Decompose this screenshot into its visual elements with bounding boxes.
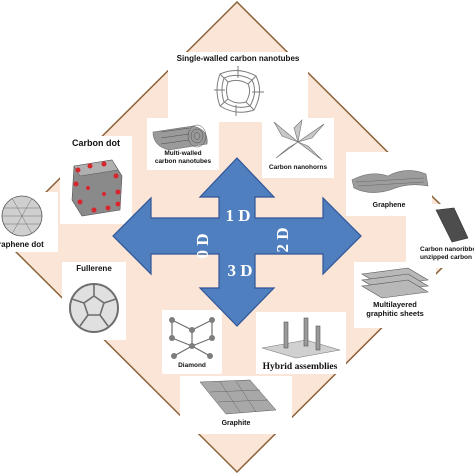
fullerene-label: Fullerene: [76, 264, 112, 273]
carbon-dot-label: Carbon dot: [72, 138, 120, 148]
four-way-arrow-shape: [112, 157, 362, 327]
hybrid-label: Hybrid assemblies: [262, 362, 338, 372]
nanohorns-label: Carbon nanohorns: [268, 164, 328, 171]
graphite-card: Graphite: [180, 376, 292, 434]
graphite-image: [199, 379, 277, 415]
diamond-image: [169, 317, 215, 359]
nanoribbon-label: Carbon nanoribbo unzipped carbon nan: [420, 246, 474, 262]
graphene-dot-image: [1, 195, 43, 237]
mwcnt-image: [152, 124, 208, 151]
diamond-card: Diamond: [162, 310, 222, 374]
multilayer-card: Multilayered graphitic sheets: [354, 262, 436, 328]
fullerene-card: Fullerene: [62, 262, 126, 340]
nanoribbon-card: Carbon nanoribbo unzipped carbon nan: [406, 204, 474, 268]
diamond-label: Diamond: [178, 362, 206, 369]
swcnt-label: Single-walled carbon nanotubes: [176, 54, 300, 63]
nanoribbon-label-line2: unzipped carbon nan: [420, 254, 474, 261]
carbon-dot-card: Carbon dot: [60, 136, 132, 224]
hybrid-card: Hybrid assemblies: [256, 312, 346, 374]
swcnt-card: Single-walled carbon nanotubes: [168, 52, 308, 122]
mwcnt-label-line1: Multi-walled: [164, 150, 202, 157]
nanoribbon-image: [435, 207, 469, 243]
graphite-label: Graphite: [221, 420, 251, 427]
hybrid-image: [261, 317, 341, 359]
carbon-dot-image: [71, 159, 123, 217]
graphene-label: Graphene: [372, 202, 406, 209]
label-0d: 0 D: [193, 233, 212, 258]
nanoribbon-label-line1: Carbon nanoribbo: [420, 246, 474, 253]
nanohorns-image: [273, 119, 325, 161]
graphene-image: [351, 170, 429, 193]
graphene-dot-card: raphene dot: [0, 192, 58, 252]
swcnt-image: [214, 66, 264, 116]
nanohorns-card: Carbon nanohorns: [262, 118, 334, 178]
mwcnt-label: Multi-walled carbon nanotubes: [147, 150, 219, 166]
fullerene-image: [69, 283, 119, 333]
multilayer-image: [361, 267, 429, 299]
mwcnt-card: Multi-walled carbon nanotubes: [147, 118, 219, 170]
multilayer-label: Multilayered graphitic sheets: [354, 300, 436, 318]
graphene-dot-label: raphene dot: [0, 240, 44, 249]
label-1d: 1 D: [225, 206, 250, 225]
label-2d: 2 D: [273, 227, 292, 252]
multilayer-label-line1: Multilayered: [373, 300, 417, 309]
label-3d: 3 D: [227, 261, 252, 280]
multilayer-label-line2: graphitic sheets: [366, 309, 424, 318]
mwcnt-label-line2: carbon nanotubes: [154, 158, 212, 165]
